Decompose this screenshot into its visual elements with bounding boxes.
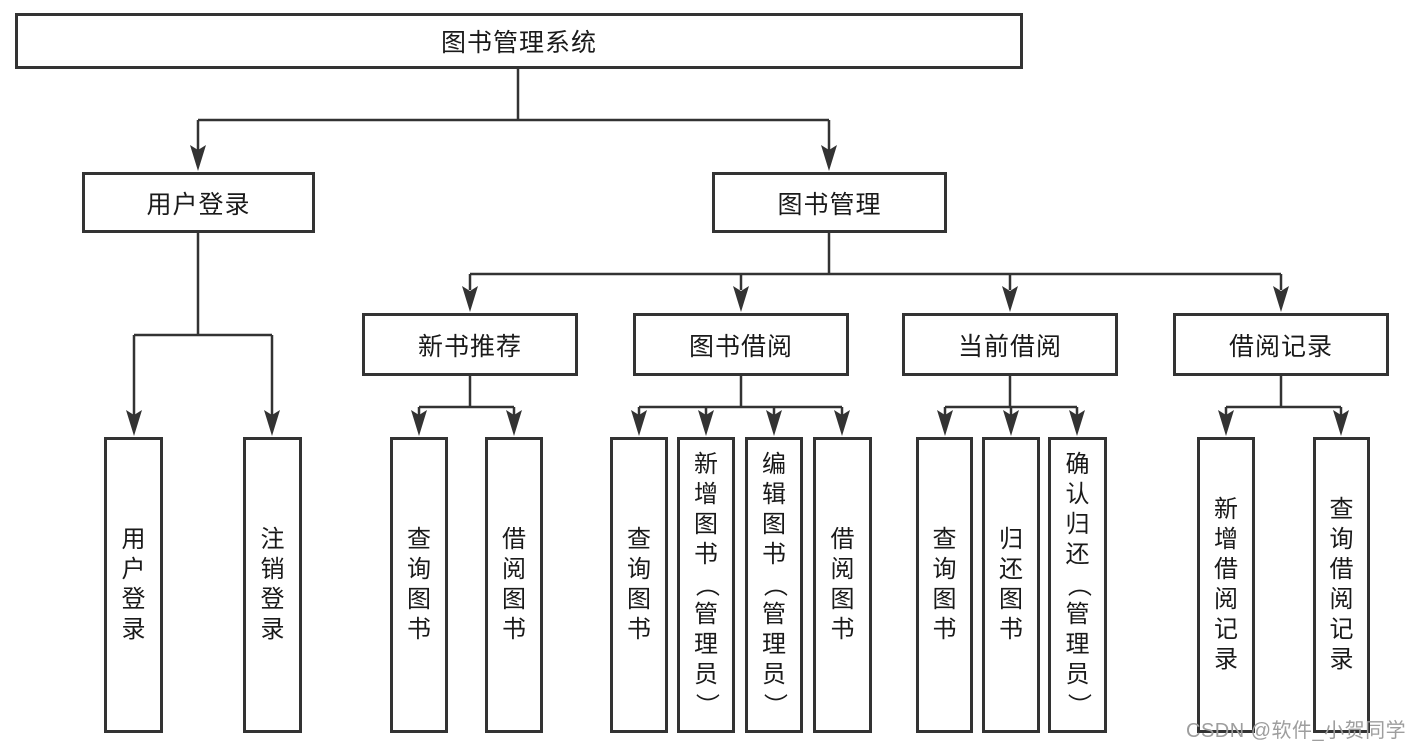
node-new-book-recommend: 新书推荐 xyxy=(362,313,578,376)
node-label: 借阅记录 xyxy=(1228,332,1333,361)
leaf-borrow-borrow-books: 借阅图书 xyxy=(813,437,872,733)
leaf-user-login: 用户登录 xyxy=(104,437,163,733)
leaf-label: 新增图书（管理员） xyxy=(693,451,720,717)
csdn-watermark: CSDN @软件_小贺同学 xyxy=(1186,720,1405,742)
node-current-borrow: 当前借阅 xyxy=(902,313,1118,376)
leaf-label: 查询借阅记录 xyxy=(1329,496,1354,673)
leaf-recommend-borrow-books: 借阅图书 xyxy=(485,437,543,733)
leaf-label: 编辑图书（管理员） xyxy=(761,451,788,717)
node-label: 图书借阅 xyxy=(688,332,793,361)
leaf-label: 确认归还（管理员） xyxy=(1064,451,1092,717)
leaf-current-query-books: 查询图书 xyxy=(916,437,973,733)
node-label: 新书推荐 xyxy=(417,332,522,361)
leaf-label: 归还图书 xyxy=(999,526,1023,643)
node-user-login: 用户登录 xyxy=(82,172,315,233)
leaf-query-borrow-record: 查询借阅记录 xyxy=(1313,437,1370,733)
node-label: 当前借阅 xyxy=(957,332,1062,361)
tree-edges xyxy=(132,69,1343,415)
node-label: 用户登录 xyxy=(146,190,251,219)
leaf-return-books: 归还图书 xyxy=(982,437,1040,733)
leaf-add-borrow-record: 新增借阅记录 xyxy=(1197,437,1255,733)
leaf-label: 查询图书 xyxy=(627,526,651,643)
node-borrow-records: 借阅记录 xyxy=(1173,313,1389,376)
leaf-recommend-query-books: 查询图书 xyxy=(390,437,448,733)
node-label: 图书管理系统 xyxy=(440,29,597,57)
node-label: 图书管理 xyxy=(777,190,882,219)
leaf-label: 注销登录 xyxy=(260,526,285,643)
leaf-label: 借阅图书 xyxy=(830,526,855,643)
leaf-label: 查询图书 xyxy=(407,526,431,643)
leaf-label: 借阅图书 xyxy=(502,526,526,643)
leaf-label: 查询图书 xyxy=(932,526,957,643)
node-book-borrow: 图书借阅 xyxy=(633,313,849,376)
leaf-label: 新增借阅记录 xyxy=(1214,496,1238,673)
node-book-management: 图书管理 xyxy=(712,172,947,233)
leaf-logout: 注销登录 xyxy=(243,437,302,733)
node-library-management-system: 图书管理系统 xyxy=(15,13,1023,69)
leaf-borrow-query-books: 查询图书 xyxy=(610,437,668,733)
leaf-add-book-admin: 新增图书（管理员） xyxy=(677,437,735,733)
leaf-confirm-return-admin: 确认归还（管理员） xyxy=(1048,437,1107,733)
leaf-edit-book-admin: 编辑图书（管理员） xyxy=(745,437,803,733)
leaf-label: 用户登录 xyxy=(121,526,146,643)
